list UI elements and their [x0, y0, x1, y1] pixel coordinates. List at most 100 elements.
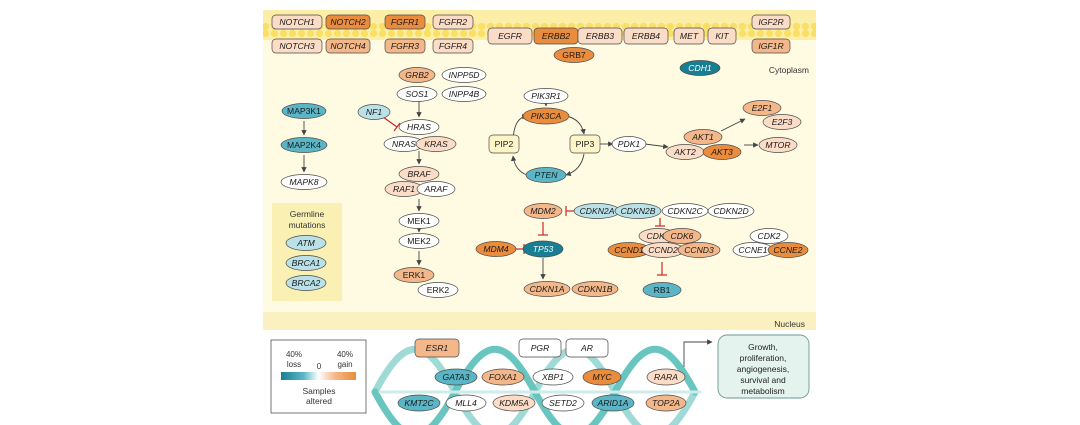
gene-node-mtor: MTOR [758, 137, 798, 153]
gene-label-mll4: MLL4 [455, 398, 477, 408]
gene-node-cdkn2b: CDKN2B [614, 203, 662, 219]
gene-shape-erk2 [417, 282, 459, 298]
pathway-edges [301, 101, 759, 367]
gene-node-fgfr2: FGFR2 [432, 14, 474, 30]
gene-shape-tp53 [522, 240, 564, 258]
outcome-box [717, 334, 810, 399]
gene-shape-pip3 [569, 134, 601, 154]
gene-label-cdk6: CDK6 [671, 231, 694, 241]
gene-label-cdkn2c: CDKN2C [667, 206, 703, 216]
outcome-line5: metabolism [741, 386, 784, 396]
gene-label-pip3: PIP3 [576, 139, 595, 149]
gene-node-cdk2: CDK2 [749, 228, 789, 244]
gene-shape-notch4 [325, 38, 371, 54]
gene-shape-met [673, 27, 705, 45]
gene-label-akt3: AKT3 [710, 147, 733, 157]
gene-node-cdkn1b: CDKN1B [571, 281, 619, 297]
germline-title-line1: Germline [290, 209, 325, 219]
gene-node-akt3: AKT3 [702, 144, 742, 160]
gene-shape-gata3 [434, 368, 478, 386]
gene-shape-araf [416, 181, 456, 197]
gene-label-mapk8: MAPK8 [289, 177, 318, 187]
gene-label-inpp5d: INPP5D [448, 70, 479, 80]
gene-shape-notch1 [271, 14, 323, 30]
gene-node-brca1: BRCA1 [285, 255, 327, 271]
gene-shape-igf2r [751, 14, 791, 30]
gene-label-erk1: ERK1 [403, 270, 426, 280]
gene-node-mdm4: MDM4 [475, 241, 517, 257]
gene-shape-map2k4 [280, 137, 328, 153]
gene-label-cdk2: CDK2 [758, 231, 781, 241]
gene-label-met: MET [680, 31, 699, 41]
gene-label-igf1r: IGF1R [758, 41, 783, 51]
gene-shape-e2f3 [762, 114, 802, 130]
gene-label-gata3: GATA3 [443, 372, 470, 382]
gene-node-myc: MYC [582, 368, 622, 386]
gene-shape-mtor [758, 137, 798, 153]
gene-shape-top2a [645, 394, 687, 412]
gene-node-notch3: NOTCH3 [271, 38, 323, 54]
gene-shape-ccne2 [767, 242, 809, 258]
gene-shape-egfr [487, 27, 533, 45]
gene-node-ccne2: CCNE2 [767, 242, 809, 258]
gene-node-brca2: BRCA2 [285, 275, 327, 291]
gene-node-erbb4: ERBB4 [623, 27, 669, 45]
legend-loss-label: loss [287, 360, 301, 369]
gene-shape-pgr [518, 338, 562, 358]
gene-shape-rara [646, 368, 686, 386]
gene-node-setd2: SETD2 [541, 394, 585, 412]
gene-node-pik3ca: PIK3CA [522, 107, 570, 125]
gene-label-kras: KRAS [424, 139, 448, 149]
gene-label-notch3: NOTCH3 [279, 41, 315, 51]
gene-node-cdk6: CDK6 [662, 228, 702, 244]
gene-shape-mapk8 [280, 174, 328, 190]
gene-node-met: MET [673, 27, 705, 45]
gene-label-arid1a: ARID1A [596, 398, 628, 408]
gene-node-mll4: MLL4 [445, 394, 487, 412]
gene-label-mtor: MTOR [765, 140, 790, 150]
gene-label-mek1: MEK1 [407, 216, 431, 226]
gene-node-akt2: AKT2 [665, 144, 705, 160]
gene-shape-foxa1 [481, 368, 525, 386]
gene-node-fgfr1: FGFR1 [384, 14, 426, 30]
gene-label-erk2: ERK2 [427, 285, 450, 295]
gene-node-ccnd3: CCND3 [677, 242, 721, 258]
gene-label-akt2: AKT2 [673, 147, 696, 157]
gene-label-tp53: TP53 [533, 244, 554, 254]
gene-node-rara: RARA [646, 368, 686, 386]
gene-node-inpp4b: INPP4B [441, 86, 487, 102]
gene-label-e2f1: E2F1 [752, 103, 773, 113]
gene-label-ar: AR [580, 343, 593, 353]
germline-title-line2: mutations [289, 220, 326, 230]
gene-node-kdm5a: KDM5A [492, 394, 536, 412]
gene-label-top2a: TOP2A [652, 398, 680, 408]
gene-node-egfr: EGFR [487, 27, 533, 45]
gene-shape-cdkn1b [571, 281, 619, 297]
gene-shape-akt1 [683, 129, 723, 145]
gene-node-cdkn2c: CDKN2C [661, 203, 709, 219]
gene-node-top2a: TOP2A [645, 394, 687, 412]
gene-label-esr1: ESR1 [426, 343, 449, 353]
gene-label-rara: RARA [654, 372, 678, 382]
legend-caption-line2: altered [306, 396, 332, 406]
gene-node-erk2: ERK2 [417, 282, 459, 298]
gene-label-ccnd1: CCND1 [614, 245, 644, 255]
gene-label-cdkn1b: CDKN1B [578, 284, 613, 294]
gene-node-braf: BRAF [398, 166, 440, 182]
gene-node-xbp1: XBP1 [532, 368, 574, 386]
gene-shape-fgfr3 [384, 38, 426, 54]
gene-shape-ar [565, 338, 609, 358]
gene-shape-cdkn2b [614, 203, 662, 219]
gene-shape-rb1 [642, 282, 682, 298]
gene-shape-kit [707, 27, 737, 45]
gene-label-pik3r1: PIK3R1 [531, 91, 561, 101]
gene-shape-cdkn2d [707, 203, 755, 219]
legend-color-scale [281, 372, 356, 380]
gene-label-pgr: PGR [531, 343, 550, 353]
gene-label-fgfr2: FGFR2 [439, 17, 467, 27]
gene-label-kmt2c: KMT2C [404, 398, 434, 408]
gene-node-notch1: NOTCH1 [271, 14, 323, 30]
gene-label-pdk1: PDK1 [618, 139, 641, 149]
gene-shape-mek2 [398, 233, 440, 249]
gene-node-e2f3: E2F3 [762, 114, 802, 130]
